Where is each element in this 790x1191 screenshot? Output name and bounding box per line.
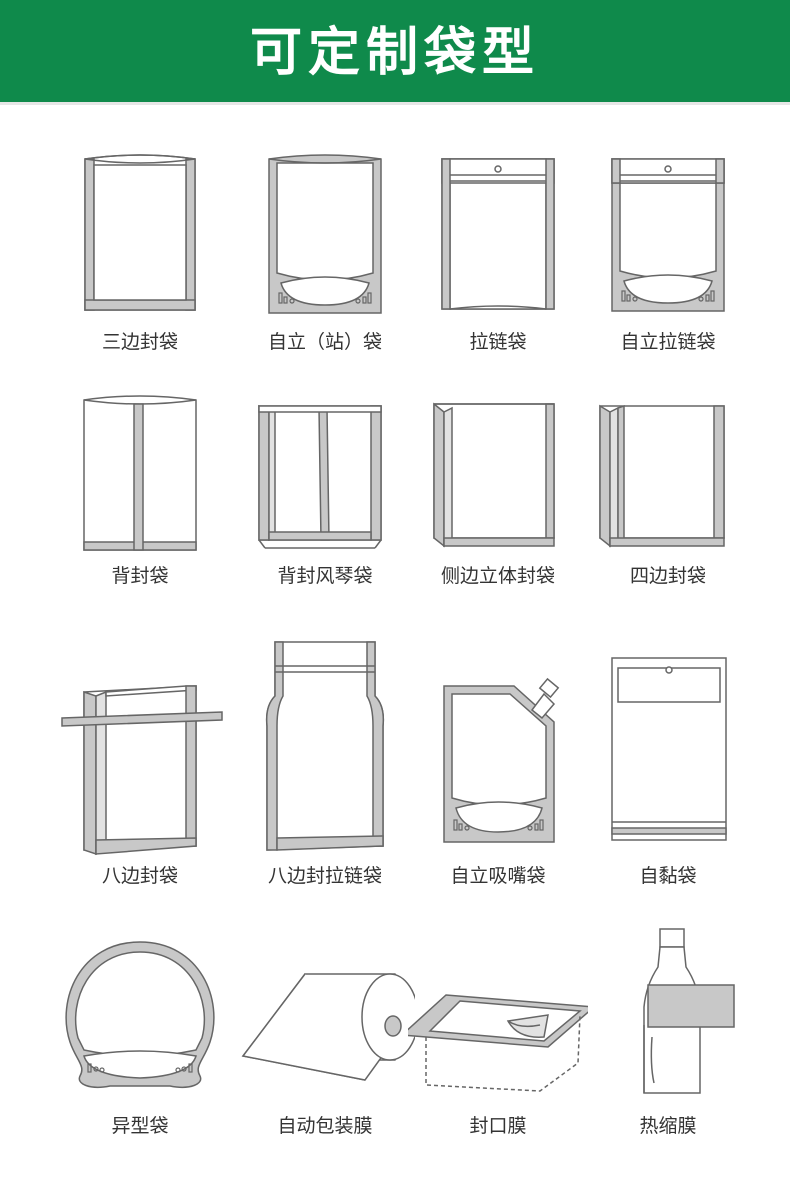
bag-label: 三边封袋: [101, 331, 178, 353]
three-side-seal-bag-icon: [84, 154, 196, 311]
bag-card-four-side-seal: [578, 390, 758, 555]
bag-card-lidding-film: [408, 985, 588, 1095]
page-title: 可定制袋型: [249, 23, 540, 83]
bag-card-stand-up-zipper: [578, 145, 758, 320]
stand-up-pouch-icon: [268, 154, 382, 314]
bag-label: 封口膜: [469, 1115, 527, 1137]
side-gusset-bag-icon: [433, 402, 555, 548]
bag-card-three-side-seal: [50, 145, 230, 320]
bag-label: 四边封袋: [629, 565, 706, 587]
bag-card-eight-side-zipper: [235, 636, 415, 858]
bag-label: 自立（站）袋: [267, 331, 382, 353]
packaging-film-roll-icon: [241, 973, 415, 1081]
bag-card-shrink-sleeve: [578, 925, 758, 1100]
bag-label: 背封风琴袋: [277, 565, 373, 587]
four-side-seal-bag-icon: [599, 404, 725, 548]
bag-card-back-seal: [50, 390, 230, 555]
eight-side-seal-bag-icon: [61, 685, 223, 856]
spout-pouch-icon: [443, 677, 560, 843]
bag-label: 背封袋: [111, 565, 169, 587]
bag-label: 异型袋: [111, 1115, 169, 1137]
bag-label: 侧边立体封袋: [440, 565, 555, 587]
bag-card-self-adhesive: [578, 650, 758, 850]
bag-label: 自立吸嘴袋: [450, 865, 546, 887]
back-seal-bag-icon: [83, 395, 197, 551]
bag-label: 自动包装膜: [277, 1115, 373, 1137]
bag-label: 拉链袋: [469, 331, 527, 353]
bag-card-stand-up-pouch: [235, 145, 415, 320]
bag-label: 热缩膜: [639, 1115, 697, 1137]
bag-label: 自黏袋: [639, 865, 697, 887]
back-seal-gusset-bag-icon: [258, 404, 382, 549]
bag-card-back-seal-gusset: [235, 390, 415, 555]
eight-side-seal-zipper-bag-icon: [265, 641, 385, 851]
bag-card-side-gusset: [408, 390, 588, 555]
bag-card-shaped: [50, 930, 230, 1100]
self-adhesive-bag-icon: [611, 657, 727, 841]
zipper-bag-icon: [441, 158, 555, 310]
bag-label: 八边封袋: [101, 865, 178, 887]
shaped-bag-icon: [65, 941, 215, 1088]
title-banner: 可定制袋型: [0, 0, 790, 105]
bag-card-film-roll: [235, 960, 415, 1090]
shrink-sleeve-bottle-icon: [643, 928, 735, 1094]
bag-card-zipper: [408, 145, 588, 320]
stand-up-zipper-pouch-icon: [611, 158, 725, 312]
bag-card-spout-pouch: [408, 670, 588, 850]
bag-card-eight-side-seal: [50, 640, 230, 860]
bag-label: 八边封拉链袋: [267, 865, 382, 887]
bag-label: 自立拉链袋: [620, 331, 716, 353]
lidding-film-icon: [408, 994, 588, 1092]
